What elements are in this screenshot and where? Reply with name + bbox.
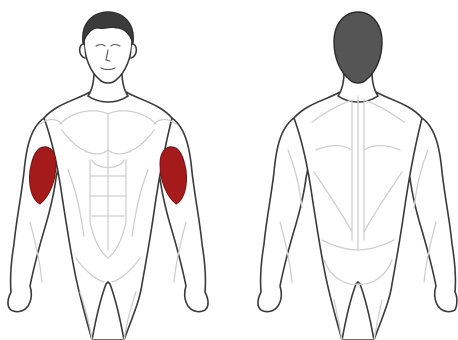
back-view xyxy=(258,12,457,340)
back-head xyxy=(334,12,382,83)
front-view xyxy=(8,12,208,340)
